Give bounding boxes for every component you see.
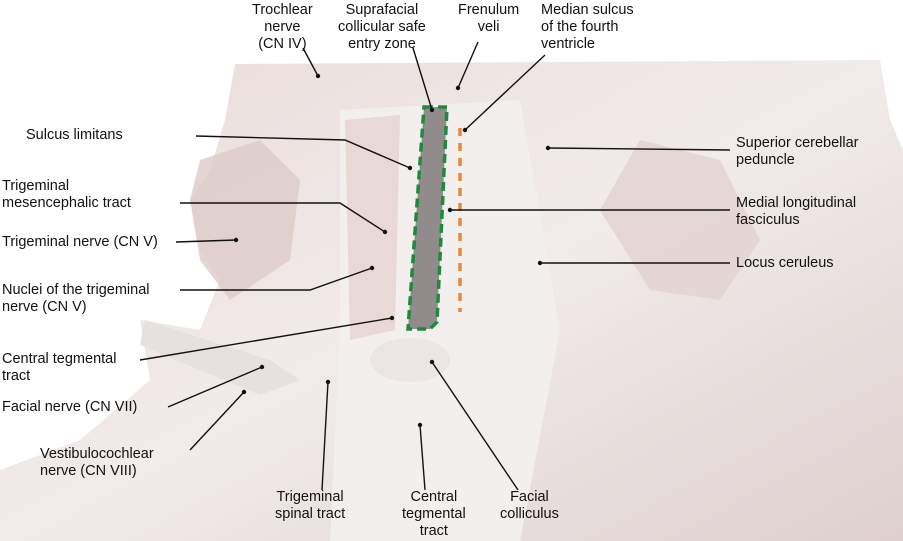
label-trigeminal-spinal-tract: Trigeminal spinal tract	[275, 489, 345, 523]
label-sulcus-limitans: Sulcus limitans	[26, 127, 123, 144]
nerve-bundle	[140, 320, 300, 395]
label-line: Trigeminal	[276, 489, 344, 505]
label-central-tegmental-tract-bottom: Central tegmental tract	[402, 489, 466, 540]
label-line: mesencephalic tract	[2, 195, 131, 211]
label-line: fasciculus	[736, 212, 800, 228]
label-vestibulocochlear-nerve: Vestibulocochlear nerve (CN VIII)	[40, 446, 154, 480]
label-line: colliculus	[500, 506, 559, 522]
label-line: Locus ceruleus	[736, 255, 834, 271]
label-line: spinal tract	[275, 506, 346, 522]
label-locus-ceruleus: Locus ceruleus	[736, 255, 834, 272]
label-line: Suprafacial	[345, 2, 419, 18]
label-line: of the fourth	[541, 19, 619, 35]
safe-entry-zone-outline	[406, 105, 449, 331]
label-line: Facial nerve (CN VII)	[2, 399, 138, 415]
label-trigeminal-nuclei: Nuclei of the trigeminal nerve (CN V)	[2, 282, 150, 316]
label-line: Frenulum	[458, 2, 520, 18]
label-line: tract	[419, 523, 448, 539]
label-line: Superior cerebellar	[736, 135, 859, 151]
label-line: Vestibulocochlear	[40, 446, 154, 462]
label-trigeminal-nerve: Trigeminal nerve (CN V)	[2, 234, 158, 251]
facial-colliculus-mound	[370, 338, 450, 382]
label-central-tegmental-tract-left: Central tegmental tract	[2, 351, 116, 385]
label-frenulum-veli: Frenulum veli	[458, 2, 519, 36]
label-line: collicular safe	[338, 19, 426, 35]
label-line: Median sulcus	[541, 2, 634, 18]
label-line: entry zone	[348, 36, 416, 52]
label-medial-longitudinal-fasciculus: Medial longitudinal fasciculus	[736, 195, 856, 229]
label-line: Trochlear	[252, 2, 313, 18]
right-peduncle-shadow	[600, 140, 760, 300]
label-line: Central	[410, 489, 458, 505]
label-line: Medial longitudinal	[736, 195, 857, 211]
label-line: nerve (CN VIII)	[40, 463, 137, 479]
label-line: Trigeminal nerve (CN V)	[2, 234, 158, 250]
leader-lines	[139, 41, 731, 491]
label-safe-entry-zone: Suprafacial collicular safe entry zone	[338, 2, 426, 53]
label-line: Sulcus limitans	[26, 127, 123, 143]
label-line: peduncle	[736, 152, 795, 168]
label-line: Trigeminal	[2, 178, 70, 194]
label-line: Central tegmental	[2, 351, 117, 367]
label-trochlear-nerve: Trochlear nerve (CN IV)	[252, 2, 313, 53]
label-line: Nuclei of the trigeminal	[2, 282, 150, 298]
label-facial-nerve: Facial nerve (CN VII)	[2, 399, 137, 416]
label-facial-colliculus: Facial colliculus	[500, 489, 559, 523]
left-cerebellar-peduncle	[190, 140, 300, 300]
leader-dots	[233, 73, 551, 428]
label-line: (CN IV)	[258, 36, 307, 52]
label-line: tegmental	[402, 506, 466, 522]
label-line: veli	[477, 19, 500, 35]
label-line: ventricle	[541, 36, 595, 52]
label-line: nerve	[264, 19, 301, 35]
label-superior-cerebellar-peduncle: Superior cerebellar peduncle	[736, 135, 859, 169]
label-line: nerve (CN V)	[2, 299, 87, 315]
label-line: tract	[2, 368, 31, 384]
label-line: Facial	[510, 489, 549, 505]
label-median-sulcus: Median sulcus of the fourth ventricle	[541, 2, 634, 53]
label-trigeminal-mesencephalic-tract: Trigeminal mesencephalic tract	[2, 178, 131, 212]
tract-shading	[345, 115, 400, 340]
